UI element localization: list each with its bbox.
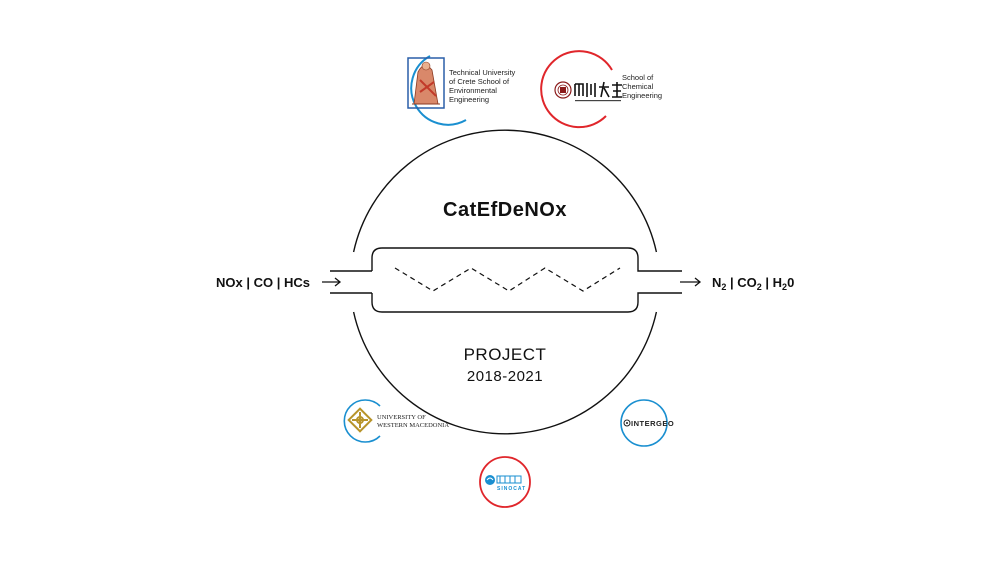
sichuan-subtitle-bar (575, 100, 621, 102)
uowm-knot-icon (347, 407, 373, 433)
project-years: 2018-2021 (467, 368, 543, 385)
tuc-label-line2: of Crete School of (449, 77, 510, 86)
output-h: | H (762, 275, 782, 290)
partner-uowm: UNIVERSITY OF WESTERN MACEDONIA (343, 399, 449, 443)
sinocat-ring (479, 456, 531, 508)
output-n-sub: 2 (721, 282, 726, 292)
sinocat-label: SINOCAT (497, 486, 526, 492)
partner-sinocat: SINOCAT (479, 456, 531, 508)
sichuan-label-line3: Engineering (622, 91, 662, 100)
tuc-label-line4: Engineering (449, 95, 489, 104)
catalyst-zigzag (394, 267, 621, 292)
inputs-label: NOx | CO | HCs (216, 275, 310, 290)
output-co: | CO (726, 275, 756, 290)
sichuan-label-line1: School of (622, 73, 654, 82)
sichuan-emblem-icon (554, 81, 572, 99)
project-title: CatEfDeNOx (443, 199, 567, 221)
output-h-sub: 2 (782, 282, 787, 292)
partner-sichuan: School of Chemical Engineering (540, 50, 662, 129)
tuc-ring (410, 55, 467, 126)
output-n: N (712, 275, 721, 290)
outlet-arrow-head (694, 277, 702, 287)
uowm-label-line2: WESTERN MACEDONIA (377, 422, 449, 429)
sichuan-ring (540, 50, 613, 129)
tuc-label-line3: Environmental (449, 86, 497, 95)
tuc-logo-icon (407, 57, 445, 109)
uowm-ring (343, 399, 381, 443)
sichuan-calligraphy-icon (574, 81, 622, 98)
inlet-arrow-head (334, 277, 342, 287)
sinocat-logo-icon (485, 475, 522, 485)
output-tail: 0 (787, 275, 794, 290)
tuc-label-line1: Technical University (449, 68, 516, 77)
partner-tuc: Technical University of Crete School of … (407, 55, 516, 126)
outputs-label: N2 | CO2 | H20 (712, 275, 794, 292)
intergeo-label: INTERGEO (631, 419, 674, 428)
project-label: PROJECT (464, 345, 547, 364)
output-co-sub: 2 (757, 282, 762, 292)
main-circle-lower-arc (352, 311, 658, 435)
sichuan-label-line2: Chemical (622, 82, 654, 91)
main-circle-upper-arc (352, 129, 658, 253)
intergeo-logo-icon (623, 419, 631, 427)
uowm-label-line1: UNIVERSITY OF (377, 414, 426, 421)
partner-intergeo: INTERGEO (620, 399, 674, 447)
reactor-body (371, 247, 641, 313)
intergeo-ring (620, 399, 668, 447)
